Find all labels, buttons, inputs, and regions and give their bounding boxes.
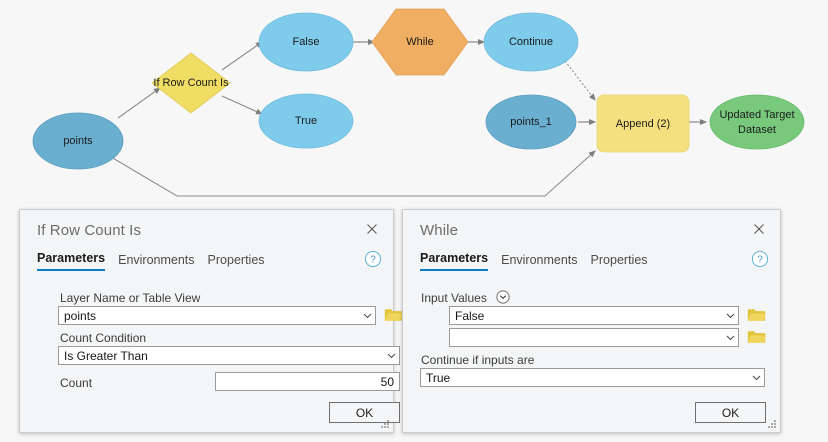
combo-continue-if-inputs-are[interactable]: True (420, 368, 765, 387)
connector-if-row-count-to-false (221, 41, 263, 71)
chevron-down-icon (722, 307, 738, 324)
dialog-while[interactable]: While Parameters Environments Properties… (402, 209, 781, 433)
combo-continue-if-inputs-are-value: True (426, 370, 451, 385)
ok-button[interactable]: OK (329, 402, 400, 423)
node-while-label: While (406, 36, 434, 48)
close-icon[interactable] (362, 219, 382, 239)
count-input[interactable]: 50 (215, 372, 400, 391)
node-while[interactable]: While (371, 8, 469, 76)
node-if-row-count-is[interactable]: If Row Count Is (151, 52, 231, 114)
chevron-down-icon (722, 329, 738, 346)
connector-continue-to-append (564, 60, 596, 101)
label-layer-name-or-table-view: Layer Name or Table View (60, 291, 201, 305)
combo-input-value-2[interactable] (449, 328, 739, 347)
browse-folder-icon[interactable] (747, 329, 767, 345)
node-continue-label: Continue (509, 36, 553, 48)
combo-input-value-1-value: False (455, 308, 485, 323)
connector-points-to-append (110, 150, 596, 197)
node-true-label: True (295, 115, 317, 127)
tab-environments[interactable]: Environments (118, 253, 195, 267)
combo-layer-name-or-table-view[interactable]: points (58, 306, 376, 325)
resize-grip[interactable] (381, 420, 390, 429)
label-continue-if-inputs-are: Continue if inputs are (421, 353, 535, 367)
node-points-label: points (63, 135, 93, 147)
dialog-title: While (420, 222, 459, 239)
help-icon[interactable]: ? (364, 250, 382, 268)
chevron-down-circle-icon[interactable] (496, 290, 510, 304)
count-input-value: 50 (380, 374, 394, 389)
node-continue[interactable]: Continue (483, 12, 579, 72)
svg-text:?: ? (370, 255, 376, 266)
help-icon[interactable]: ? (751, 250, 769, 268)
dialog-title: If Row Count Is (37, 222, 142, 239)
combo-input-value-1[interactable]: False (449, 306, 739, 325)
browse-folder-icon[interactable] (747, 307, 767, 323)
node-points-1[interactable]: points_1 (485, 94, 577, 150)
node-append-2-label: Append (2) (616, 118, 670, 130)
connector-group (110, 39, 707, 197)
tab-parameters[interactable]: Parameters (420, 251, 489, 271)
node-updated-target-dataset-label-line1: Updated Target (719, 109, 794, 121)
dialog-if-row-count-is[interactable]: If Row Count Is Parameters Environments … (19, 209, 404, 433)
tab-properties[interactable]: Properties (207, 253, 265, 267)
ok-button[interactable]: OK (695, 402, 766, 423)
svg-text:?: ? (757, 255, 763, 266)
node-append-2[interactable]: Append (2) (596, 94, 690, 153)
node-if-row-count-is-label: If Row Count Is (153, 77, 229, 89)
tab-properties[interactable]: Properties (590, 253, 648, 267)
node-points[interactable]: points (32, 112, 124, 170)
tab-environments[interactable]: Environments (501, 253, 578, 267)
chevron-down-icon (383, 347, 399, 364)
combo-count-condition[interactable]: Is Greater Than (58, 346, 400, 365)
label-input-values: Input Values (421, 291, 487, 305)
node-false-label: False (293, 36, 320, 48)
resize-grip[interactable] (768, 420, 777, 429)
label-count-condition: Count Condition (60, 331, 147, 345)
browse-folder-icon[interactable] (384, 307, 404, 323)
node-updated-target-dataset-label-line2: Dataset (738, 124, 776, 136)
node-false[interactable]: False (258, 12, 354, 72)
close-icon[interactable] (749, 219, 769, 239)
node-points-1-label: points_1 (510, 116, 552, 128)
connector-points-to-if-row-count (117, 87, 161, 119)
combo-layer-name-value: points (64, 308, 97, 323)
connector-if-row-count-to-true (221, 95, 263, 115)
dialog-tabs[interactable]: Parameters Environments Properties (37, 251, 265, 271)
chevron-down-icon (748, 369, 764, 386)
node-updated-target-dataset[interactable]: Updated Target Dataset (709, 94, 805, 150)
label-count: Count (60, 376, 93, 390)
node-true[interactable]: True (258, 93, 354, 149)
chevron-down-icon (359, 307, 375, 324)
combo-count-condition-value: Is Greater Than (64, 348, 148, 363)
tab-parameters[interactable]: Parameters (37, 251, 106, 271)
dialog-tabs[interactable]: Parameters Environments Properties (420, 251, 648, 271)
